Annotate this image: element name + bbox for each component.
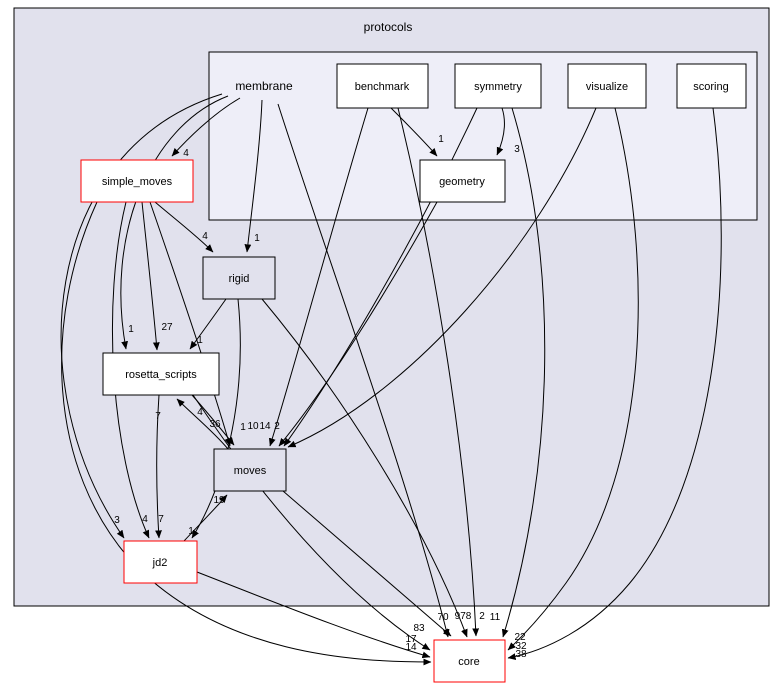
edge-label-rigid-core: 2 (479, 611, 485, 622)
edge-label-rigid-jd2: 1 (188, 526, 194, 537)
edge-moves-core (282, 490, 452, 637)
edge-label-visualize-core: 32 (515, 641, 527, 652)
edge-label-benchmark-geometry: 1 (438, 134, 444, 145)
node-scoring-box[interactable] (676, 63, 747, 109)
node-benchmark[interactable]: benchmark (336, 63, 429, 109)
edge-jd2-moves (183, 494, 228, 542)
node-benchmark-label: benchmark (355, 81, 410, 93)
node-symmetry-label: symmetry (474, 81, 522, 93)
edge-label-membrane-rigid: 1 (254, 233, 260, 244)
node-visualize[interactable]: visualize (567, 63, 647, 109)
edge-symmetry-moves (283, 107, 478, 447)
edge-membrane-simple_moves (171, 97, 241, 157)
node-geometry-box[interactable] (419, 159, 506, 203)
edge-label-membrane-core: 70 (437, 612, 449, 623)
edge-visualize-core (507, 107, 639, 651)
edge-label-simple_moves-jd2: 4 (142, 514, 148, 525)
edge-label-jd2-moves: 19 (213, 495, 225, 506)
edge-label-rigid-rosetta_scripts: 1 (197, 335, 203, 346)
edge-rigid-rosetta_scripts (189, 298, 227, 350)
edge-symmetry-core (501, 107, 546, 638)
edge-label-geometry-moves: 1 (240, 422, 246, 433)
edge-label-rosetta_scripts-moves: 4 (197, 407, 203, 418)
edge-rigid-jd2 (191, 298, 241, 539)
edge-geometry-moves (278, 201, 438, 447)
node-moves-box[interactable] (213, 448, 287, 492)
edge-rosetta_scripts-core (192, 394, 431, 651)
node-geometry[interactable]: geometry (419, 159, 506, 203)
edge-label-symmetry-geometry: 3 (514, 144, 520, 155)
cluster-membrane-label[interactable]: membrane (235, 79, 293, 93)
node-symmetry[interactable]: symmetry (454, 63, 542, 109)
edge-rigid-core (261, 298, 468, 638)
edge-membrane-core (277, 103, 450, 638)
node-rigid-label: rigid (229, 273, 250, 285)
edge-simple_moves-moves (149, 201, 232, 447)
edge-jd2-core (196, 571, 431, 659)
node-jd2[interactable]: jd2 (123, 540, 198, 584)
node-moves-label: moves (234, 465, 267, 477)
edge-label-membrane-jd2: 3 (114, 515, 120, 526)
node-symmetry-box[interactable] (454, 63, 542, 109)
edge-label-symmetry-core: 22 (514, 632, 526, 643)
node-visualize-label: visualize (586, 81, 628, 93)
edge-label-moves-rosetta_scripts: 7 (155, 411, 161, 422)
node-simple_moves-label: simple_moves (102, 176, 173, 188)
edge-label-benchmark-moves: 10 (247, 421, 259, 432)
node-rosetta_scripts[interactable]: rosetta_scripts (102, 352, 220, 396)
node-rigid[interactable]: rigid (202, 256, 276, 300)
edge-rosetta_scripts-jd2 (155, 394, 162, 539)
node-geometry-label: geometry (439, 176, 485, 188)
node-scoring[interactable]: scoring (676, 63, 747, 109)
edge-label-rosetta_scripts-core: 83 (413, 623, 425, 634)
edge-benchmark-geometry (390, 107, 438, 157)
edge-visualize-moves (287, 107, 597, 448)
edge-membrane-jd2 (60, 93, 223, 539)
edge-label-rosetta_scripts-jd2: 7 (158, 514, 164, 525)
node-jd2-box[interactable] (123, 540, 198, 584)
edge-label-moves-core: 978 (455, 611, 472, 622)
edge-label-jd2-core: 17 (405, 634, 417, 645)
edge-scoring-core (507, 107, 722, 660)
edge-label-simple_moves-core: 14 (405, 642, 417, 653)
edge-symmetry-geometry (496, 107, 505, 156)
node-simple_moves-box[interactable] (80, 159, 194, 203)
edge-membrane-rigid (244, 99, 263, 253)
edge-label-symmetry-moves: 14 (259, 421, 271, 432)
edge-benchmark-moves (268, 107, 369, 447)
node-jd2-label: jd2 (152, 557, 168, 569)
edge-label-scoring-core: 38 (515, 649, 527, 660)
edge-label-simple_moves-rigid: 4 (202, 231, 208, 242)
edge-label-simple_moves-moves: 36 (209, 419, 221, 430)
edge-label-membrane-rosetta_scripts: 1 (128, 324, 134, 335)
node-scoring-label: scoring (693, 81, 728, 93)
node-rosetta_scripts-box[interactable] (102, 352, 220, 396)
node-moves[interactable]: moves (213, 448, 287, 492)
node-benchmark-box[interactable] (336, 63, 429, 109)
node-rosetta_scripts-label: rosetta_scripts (125, 369, 197, 381)
node-visualize-box[interactable] (567, 63, 647, 109)
node-core[interactable]: core (433, 639, 506, 683)
cluster-protocols-label[interactable]: protocols (364, 20, 413, 34)
node-core-label: core (458, 656, 479, 668)
node-simple_moves[interactable]: simple_moves (80, 159, 194, 203)
edge-simple_moves-rigid (154, 201, 214, 253)
edge-label-membrane-simple_moves: 4 (183, 148, 189, 159)
node-core-box[interactable] (433, 639, 506, 683)
edge-label-simple_moves-rosetta_scripts: 27 (161, 322, 173, 333)
edge-simple_moves-rosetta_scripts (141, 201, 160, 351)
edge-moves-rosetta_scripts (176, 398, 229, 450)
node-rigid-box[interactable] (202, 256, 276, 300)
edge-label-benchmark-core: 11 (490, 612, 501, 623)
edge-label-visualize-moves: 2 (274, 421, 280, 432)
edge-benchmark-core (397, 107, 480, 637)
